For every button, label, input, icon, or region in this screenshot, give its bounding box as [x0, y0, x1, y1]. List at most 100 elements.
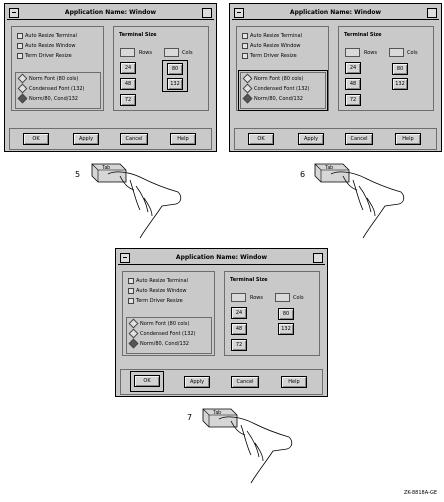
- apply-button[interactable]: Apply: [298, 133, 324, 145]
- radio-norm-font[interactable]: Norm Font (80 cols): [128, 318, 189, 329]
- rows-input[interactable]: [120, 48, 135, 57]
- rows-24-button[interactable]: 24: [120, 62, 136, 74]
- window-menu-icon[interactable]: [120, 253, 130, 263]
- cols-80-button[interactable]: 80: [278, 308, 294, 320]
- rows-48-button[interactable]: 48: [231, 323, 247, 335]
- action-bar: OK Apply Cancel Help: [234, 128, 437, 150]
- radio-norm-cond[interactable]: Norm/80, Cond/132: [242, 93, 303, 104]
- help-button[interactable]: Help: [281, 376, 307, 388]
- ok-button[interactable]: OK: [248, 133, 274, 145]
- cols-80-button[interactable]: 80: [392, 63, 408, 75]
- terminal-size-panel: Terminal Size Rows Cols 24 48 72 80 132: [113, 26, 209, 111]
- radio-norm-cond[interactable]: Norm/80, Cond/132: [128, 338, 189, 349]
- rows-48-button[interactable]: 48: [345, 78, 361, 90]
- rows-24-button[interactable]: 24: [231, 307, 247, 319]
- terminal-size-label: Terminal Size: [230, 277, 268, 283]
- title-bar: Application Name: Window: [232, 6, 439, 20]
- rows-72-button[interactable]: 72: [345, 94, 361, 106]
- rows-72-button[interactable]: 72: [120, 94, 136, 106]
- cols-label: Cols: [293, 295, 304, 301]
- radio-norm-font[interactable]: Norm Font (80 cols): [17, 73, 78, 84]
- checkbox-label: Auto Resize Terminal: [136, 278, 188, 284]
- checkbox-label: Auto Resize Window: [25, 43, 76, 49]
- maximize-icon[interactable]: [202, 8, 212, 18]
- action-bar: OK Apply Cancel Help: [9, 128, 212, 150]
- checkbox-icon: [128, 277, 134, 284]
- maximize-icon[interactable]: [313, 253, 323, 263]
- cols-label: Cols: [407, 50, 418, 56]
- radio-icon: [242, 83, 253, 94]
- font-radio-group: Norm Font (80 cols) Condensed Font (132)…: [15, 72, 101, 109]
- checkbox-label: Auto Resize Terminal: [25, 33, 77, 39]
- ok-button[interactable]: OK: [134, 375, 160, 387]
- options-panel: Auto Resize Terminal Auto Resize Window …: [236, 26, 329, 111]
- checkbox-auto-resize-window[interactable]: Auto Resize Window: [128, 287, 187, 296]
- checkbox-term-driver-resize[interactable]: Term Driver Resize: [242, 52, 297, 61]
- checkbox-icon: [17, 32, 23, 39]
- cols-80-button[interactable]: 80: [167, 63, 183, 75]
- radio-condensed-font[interactable]: Condensed Font (132): [242, 83, 310, 94]
- cols-132-button[interactable]: 132: [392, 78, 408, 90]
- checkbox-icon: [242, 42, 248, 49]
- rows-48-button[interactable]: 48: [120, 78, 136, 90]
- checkbox-label: Term Driver Resize: [250, 53, 297, 59]
- rows-24-button[interactable]: 24: [345, 62, 361, 74]
- maximize-icon[interactable]: [427, 8, 437, 18]
- checkbox-icon: [17, 52, 23, 59]
- checkbox-auto-resize-terminal[interactable]: Auto Resize Terminal: [128, 277, 188, 286]
- radio-condensed-font[interactable]: Condensed Font (132): [128, 328, 196, 339]
- radio-label: Norm/80, Cond/132: [29, 96, 78, 102]
- rows-label: Rows: [364, 50, 378, 56]
- radio-label: Norm Font (80 cols): [254, 76, 304, 82]
- radio-norm-font[interactable]: Norm Font (80 cols): [242, 73, 304, 84]
- tab-key-label: Tab: [213, 410, 221, 416]
- checkbox-auto-resize-terminal[interactable]: Auto Resize Terminal: [17, 32, 77, 41]
- tab-key-label: Tab: [102, 165, 110, 171]
- radio-condensed-font[interactable]: Condensed Font (132): [17, 83, 85, 94]
- cols-input[interactable]: [389, 48, 404, 57]
- radio-norm-cond[interactable]: Norm/80, Cond/132: [17, 93, 78, 104]
- cols-label: Cols: [182, 50, 193, 56]
- apply-button[interactable]: Apply: [73, 133, 99, 145]
- cols-input[interactable]: [275, 293, 290, 302]
- rows-input[interactable]: [345, 48, 360, 57]
- checkbox-term-driver-resize[interactable]: Term Driver Resize: [128, 297, 183, 306]
- cols-132-button[interactable]: 132: [278, 323, 294, 335]
- window-menu-icon[interactable]: [9, 8, 19, 18]
- ok-button[interactable]: OK: [23, 133, 49, 145]
- step-number-7: 7: [187, 413, 193, 422]
- window-title: Application Name: Window: [64, 9, 157, 16]
- radio-icon: [17, 93, 28, 104]
- checkbox-icon: [128, 287, 134, 294]
- terminal-size-label: Terminal Size: [344, 32, 382, 38]
- tab-key-hand-illustration-1: Tab: [91, 163, 182, 239]
- focus-highlight: [130, 371, 164, 392]
- cancel-button[interactable]: Cancel: [120, 133, 148, 145]
- checkbox-auto-resize-terminal[interactable]: Auto Resize Terminal: [242, 32, 302, 41]
- help-button[interactable]: Help: [170, 133, 196, 145]
- checkbox-term-driver-resize[interactable]: Term Driver Resize: [17, 52, 72, 61]
- action-bar: OK Apply Cancel Help: [120, 369, 323, 395]
- checkbox-label: Auto Resize Window: [250, 43, 301, 49]
- checkbox-auto-resize-window[interactable]: Auto Resize Window: [17, 42, 76, 51]
- window-menu-icon[interactable]: [234, 8, 244, 18]
- help-button[interactable]: Help: [395, 133, 421, 145]
- checkbox-auto-resize-window[interactable]: Auto Resize Window: [242, 42, 301, 51]
- cancel-button[interactable]: Cancel: [231, 376, 259, 388]
- title-bar: Application Name: Window: [118, 251, 325, 265]
- cols-input[interactable]: [164, 48, 179, 57]
- dialog-window-step6: Application Name: Window Auto Resize Ter…: [229, 3, 442, 152]
- rows-72-button[interactable]: 72: [231, 339, 247, 351]
- apply-button[interactable]: Apply: [184, 376, 210, 388]
- cols-132-button[interactable]: 132: [167, 78, 183, 90]
- checkbox-label: Auto Resize Window: [136, 288, 187, 294]
- radio-icon: [17, 83, 28, 94]
- focus-highlight: [162, 60, 188, 92]
- dialog-window-step7: Application Name: Window Auto Resize Ter…: [115, 248, 328, 397]
- terminal-size-label: Terminal Size: [119, 32, 157, 38]
- radio-label: Condensed Font (132): [254, 86, 310, 92]
- rows-input[interactable]: [231, 293, 246, 302]
- terminal-size-panel: Terminal Size Rows Cols 24 48 72 80 132: [224, 271, 320, 356]
- radio-label: Norm/80, Cond/132: [254, 96, 303, 102]
- cancel-button[interactable]: Cancel: [345, 133, 373, 145]
